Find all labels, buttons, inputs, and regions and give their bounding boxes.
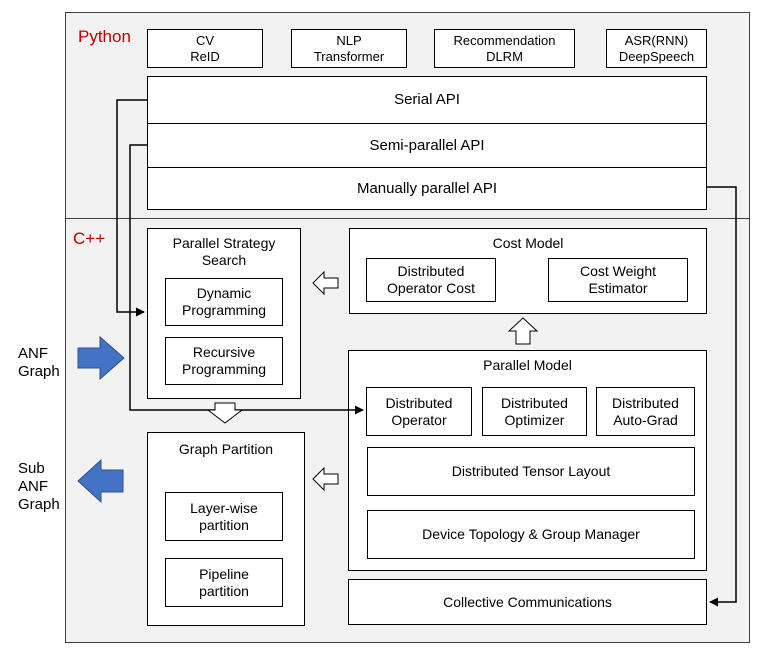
serial-api-connector xyxy=(116,99,147,317)
distributed-optimizer: Distributed Optimizer xyxy=(482,387,587,436)
collective-communications: Collective Communications xyxy=(348,579,707,625)
model-asr: ASR(RNN)DeepSpeech xyxy=(606,29,707,68)
pipeline-partition: Pipeline partition xyxy=(165,558,283,607)
manual-api-connector xyxy=(707,186,737,607)
cost-weight-estimator: Cost Weight Estimator xyxy=(548,258,688,302)
sub-anf-graph-output-arrow xyxy=(77,458,124,504)
dynamic-programming: Dynamic Programming xyxy=(165,278,283,326)
sub-anf-graph-label: Sub ANF Graph xyxy=(18,460,60,513)
anf-graph-input-arrow xyxy=(77,335,125,381)
serial-api: Serial API xyxy=(147,76,707,124)
semi-parallel-api-connector xyxy=(129,144,364,415)
cpp-label: C++ xyxy=(73,229,106,248)
distributed-auto-grad: Distributed Auto-Grad xyxy=(596,387,695,436)
distributed-operator-cost: Distributed Operator Cost xyxy=(366,258,496,302)
python-label: Python xyxy=(78,27,131,46)
device-topology-group-manager: Device Topology & Group Manager xyxy=(367,510,695,559)
anf-graph-label: ANF Graph xyxy=(18,345,60,380)
cost-to-strategy-arrow xyxy=(312,270,339,296)
recursive-programming: Recursive Programming xyxy=(165,337,283,385)
semi-parallel-api: Semi-parallel API xyxy=(147,123,707,168)
strategy-to-partition-arrow xyxy=(206,402,244,424)
parallel-to-partition-arrow xyxy=(312,466,339,492)
manually-parallel-api: Manually parallel API xyxy=(147,167,707,210)
layer-wise-partition: Layer-wise partition xyxy=(165,492,283,541)
parallel-to-cost-arrow xyxy=(507,317,539,345)
distributed-tensor-layout: Distributed Tensor Layout xyxy=(367,447,695,496)
distributed-operator: Distributed Operator xyxy=(366,387,472,436)
